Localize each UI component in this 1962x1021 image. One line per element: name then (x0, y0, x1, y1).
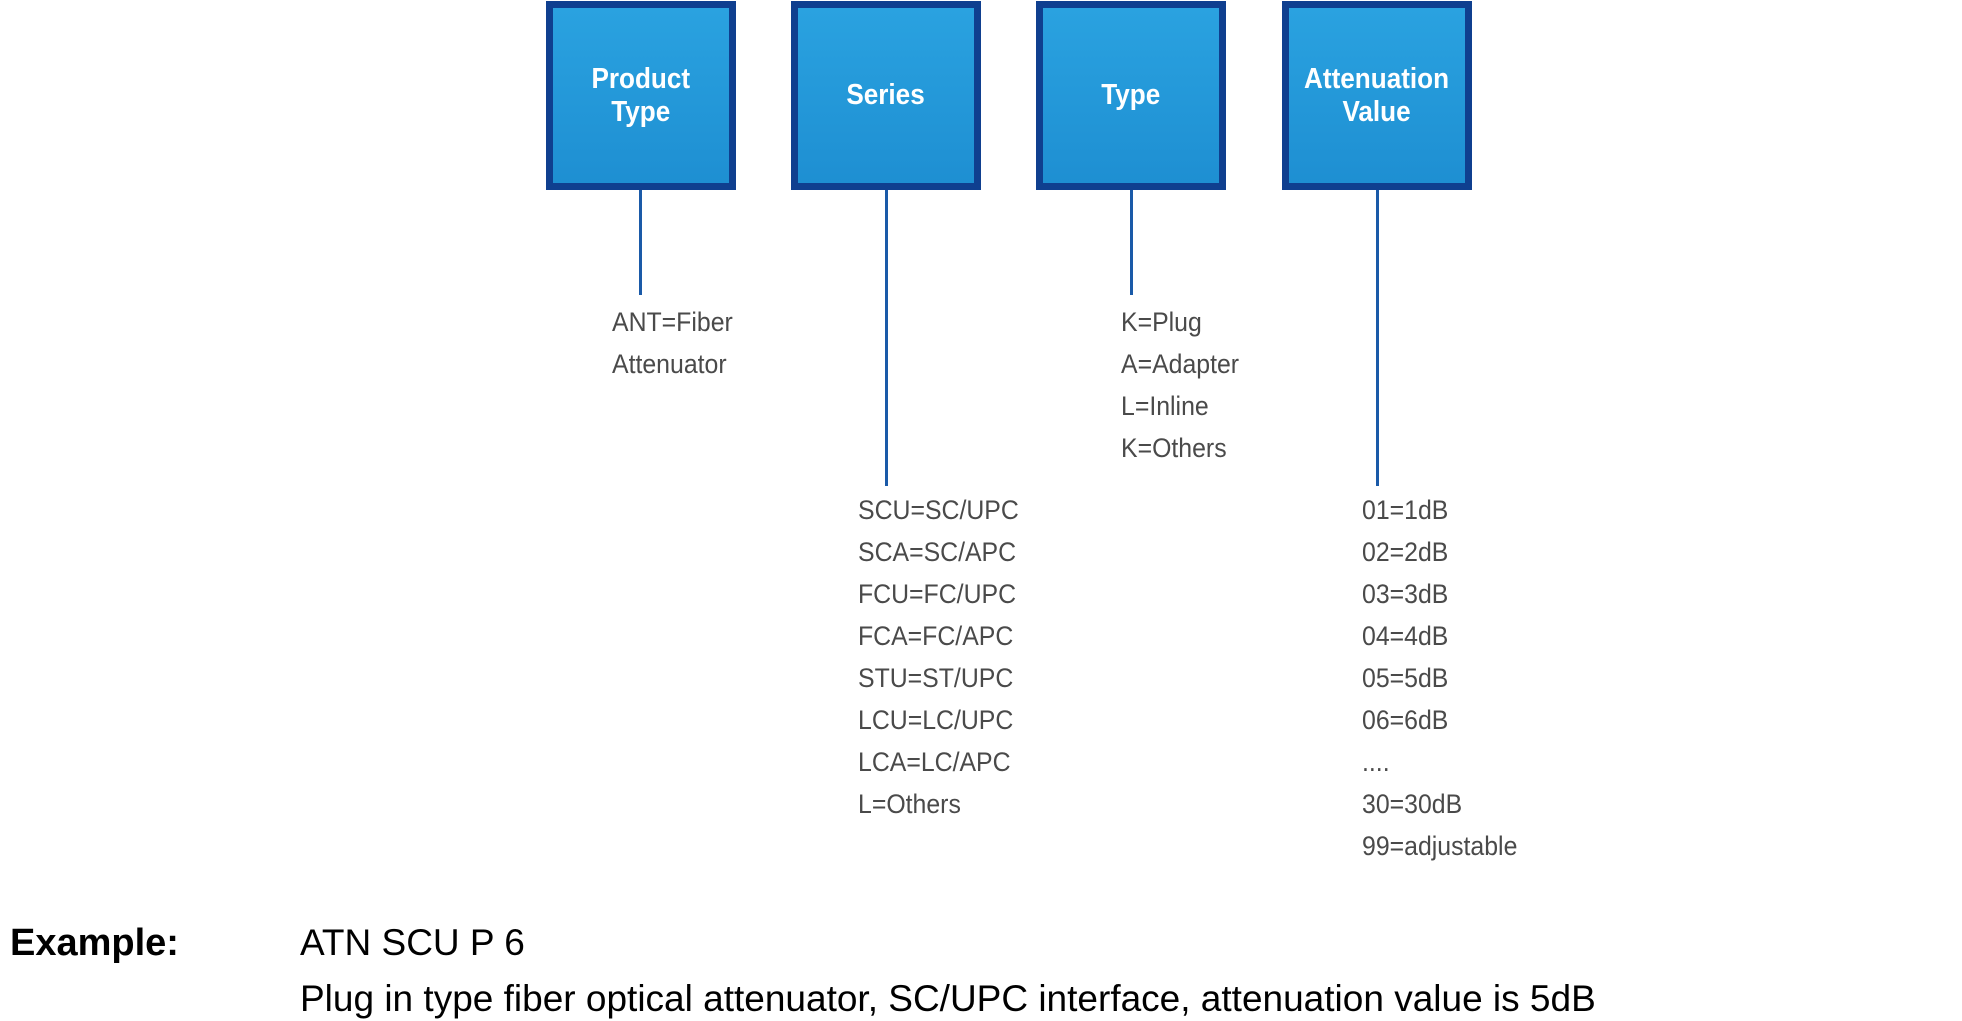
series-options: SCU=SC/UPC SCA=SC/APC FCU=FC/UPC FCA=FC/… (858, 489, 1033, 825)
option-item: 02=2dB (1362, 537, 1449, 567)
option-item: A=Adapter (1121, 349, 1240, 379)
option-item: Attenuator (612, 349, 727, 379)
option-item: 04=4dB (1362, 621, 1449, 651)
option-item: ANT=Fiber (612, 307, 733, 337)
product-type-label: Product Type (591, 62, 691, 128)
series-connector (885, 190, 888, 486)
attenuation-value-options: 01=1dB 02=2dB 03=3dB 04=4dB 05=5dB 06=6d… (1362, 489, 1531, 867)
option-item: LCA=LC/APC (858, 747, 1011, 777)
option-item: L=Inline (1121, 391, 1209, 421)
type-box: Type (1036, 1, 1226, 190)
option-item: FCA=FC/APC (858, 621, 1014, 651)
attenuation-value-label: Attenuation Value (1304, 62, 1450, 128)
option-item: 03=3dB (1362, 579, 1449, 609)
product-type-connector (639, 190, 642, 295)
example-label: Example: (10, 922, 179, 964)
product-type-options: ANT=Fiber Attenuator (612, 301, 743, 385)
example-description: Plug in type fiber optical attenuator, S… (300, 978, 1596, 1019)
option-item: FCU=FC/UPC (858, 579, 1017, 609)
attenuation-value-box: Attenuation Value (1282, 1, 1472, 190)
option-item: K=Plug (1121, 307, 1202, 337)
type-label: Type (1101, 79, 1161, 111)
option-item: L=Others (858, 789, 961, 819)
product-type-box: Product Type (546, 1, 736, 190)
type-connector (1130, 190, 1133, 295)
option-item: LCU=LC/UPC (858, 705, 1014, 735)
option-item: 05=5dB (1362, 663, 1449, 693)
series-box: Series (791, 1, 981, 190)
option-item: STU=ST/UPC (858, 663, 1014, 693)
type-options: K=Plug A=Adapter L=Inline K=Others (1121, 301, 1249, 469)
option-item: 01=1dB (1362, 495, 1449, 525)
attenuation-value-connector (1376, 190, 1379, 486)
option-item: SCA=SC/APC (858, 537, 1017, 567)
example-code: ATN SCU P 6 (300, 922, 525, 963)
option-item: 06=6dB (1362, 705, 1449, 735)
option-item: K=Others (1121, 433, 1227, 463)
series-label: Series (846, 79, 926, 111)
option-item: .... (1362, 747, 1390, 777)
option-item: 99=adjustable (1362, 831, 1518, 861)
option-item: 30=30dB (1362, 789, 1463, 819)
option-item: SCU=SC/UPC (858, 495, 1019, 525)
